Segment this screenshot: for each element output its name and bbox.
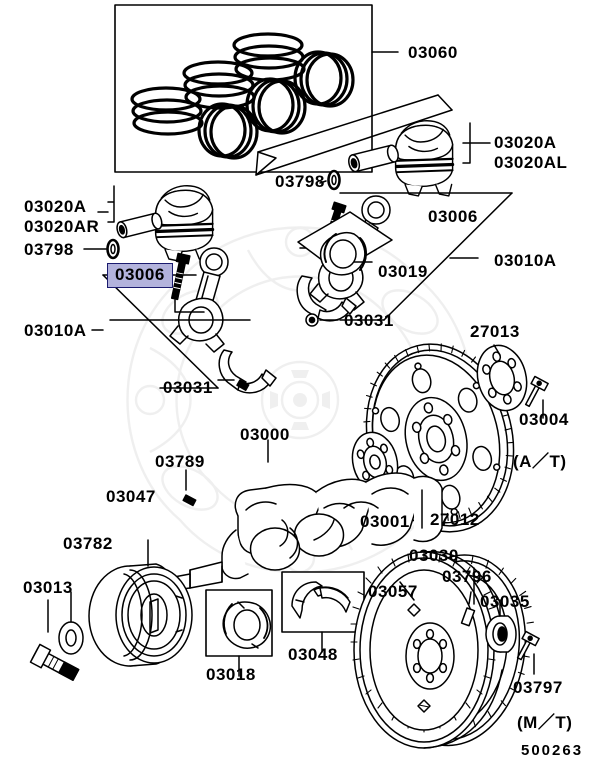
label-thrust-washer: 03048 — [288, 645, 338, 664]
label-circlip-right: 03798 — [275, 172, 325, 191]
label-flywheel-ring-gear: 03030 — [409, 546, 459, 565]
label-drive-plate-spacer: 27013 — [470, 322, 520, 341]
label-piston-right-a: 03020A — [494, 133, 557, 152]
label-conrod-assy-right: 03010A — [494, 251, 557, 270]
label-conrod-bearing-right: 03031 — [344, 311, 394, 330]
label-mt-note: (M／T) — [517, 713, 573, 732]
label-crankshaft: 03000 — [240, 425, 290, 444]
label-piston-left-ar: 03020AR — [24, 217, 100, 236]
label-main-bearing: 03018 — [206, 665, 256, 684]
label-conrod-bearing-set: 03019 — [378, 262, 428, 281]
label-crank-key: 03789 — [155, 452, 205, 471]
label-pulley-washer: 03782 — [63, 534, 113, 553]
drawing-number: 500263 — [521, 742, 584, 759]
label-drive-plate: 27012 — [430, 510, 480, 529]
label-conrod-bolt-right: 03006 — [428, 207, 478, 226]
label-flywheel-bolt: 03797 — [513, 678, 563, 697]
label-crank-pulley: 03047 — [106, 487, 156, 506]
label-piston-left-a: 03020A — [24, 197, 87, 216]
label-pilot-bearing: 03035 — [480, 592, 530, 611]
label-flywheel-dowel: 03796 — [442, 567, 492, 586]
label-conrod-assy-left: 03010A — [24, 321, 87, 340]
label-circlip-left: 03798 — [24, 240, 74, 259]
label-piston-rings: 03060 — [408, 43, 458, 62]
label-pulley-bolt: 03013 — [23, 578, 73, 597]
label-flywheel: 03057 — [368, 582, 418, 601]
label-drive-plate-bolt: 03004 — [519, 410, 569, 429]
label-at-note: (A／T) — [513, 452, 567, 471]
label-drive-plate-adapter: 03001 — [360, 512, 410, 531]
label-piston-right-al: 03020AL — [494, 153, 568, 172]
label-conrod-bearing-left: 03031 — [163, 378, 213, 397]
highlighted-part-03006[interactable]: 03006 — [107, 263, 173, 288]
